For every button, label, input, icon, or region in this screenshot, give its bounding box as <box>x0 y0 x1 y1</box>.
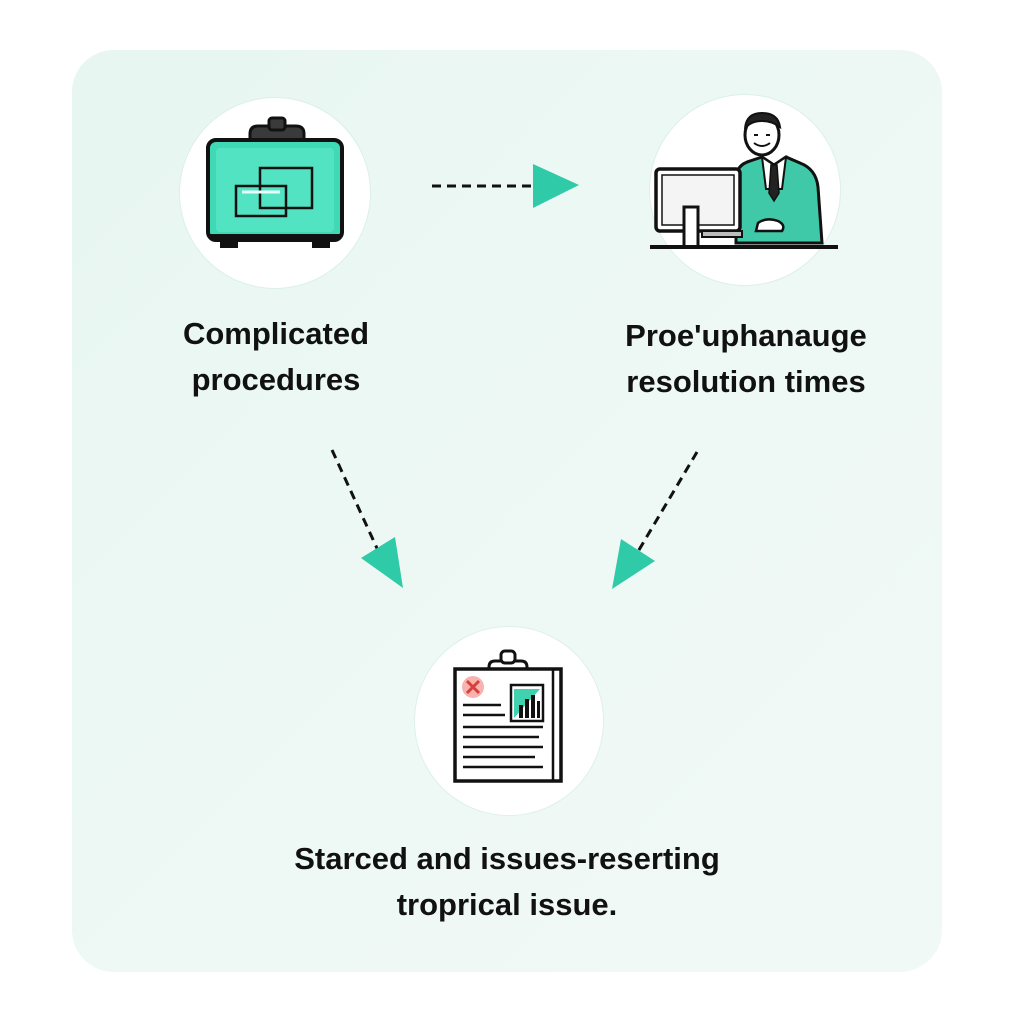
label-printer-line-1: Complicated <box>182 316 370 351</box>
label-report-line-1: Starced and issues-reserting <box>294 841 720 876</box>
arrow-printer-to-agent <box>432 164 579 208</box>
node-agent <box>650 95 840 285</box>
clipboard-report-icon <box>453 649 563 783</box>
person-at-computer-icon <box>650 111 838 249</box>
label-agent: Proe'uphanauge resolution times <box>596 313 896 405</box>
label-agent-line-2: resolution times <box>626 364 866 399</box>
arrow-agent-to-report <box>612 451 699 589</box>
arrow-printer-to-report <box>330 449 403 588</box>
node-report <box>415 627 603 815</box>
printer-box-icon <box>206 116 344 248</box>
label-report: Starced and issues-reserting troprical i… <box>240 836 774 928</box>
label-report-line-2: troprical issue. <box>396 887 618 922</box>
label-printer: Complicated procedures <box>150 311 402 403</box>
label-printer-line-2: procedures <box>191 362 361 397</box>
node-printer <box>180 98 370 288</box>
label-agent-line-1: Proe'uphanauge <box>625 318 867 353</box>
